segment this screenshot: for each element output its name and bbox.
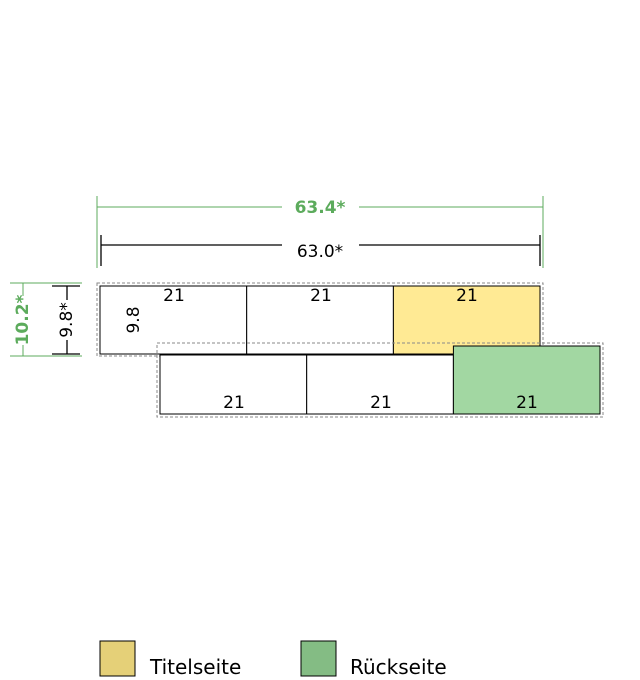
outer-width-label: 63.4* <box>295 198 346 218</box>
outer-width-dimension: 63.4* <box>96 196 544 268</box>
inner-height-dimension: 9.8* <box>52 285 80 355</box>
inner-width-dimension: 63.0* <box>100 235 541 266</box>
bottom-panel-1 <box>159 354 308 415</box>
panel-height-label: 9.8 <box>124 306 144 333</box>
bottom-panel-3-back-cover <box>452 345 601 415</box>
top-panel-2 <box>246 285 394 355</box>
bottom-panel-1-label: 21 <box>223 393 245 413</box>
bottom-row-bleed-outline <box>156 342 604 418</box>
legend-back-swatch <box>300 640 337 677</box>
top-panel-2-label: 21 <box>310 286 332 306</box>
bottom-panel-2 <box>306 354 454 415</box>
inner-height-label: 9.8* <box>57 302 77 338</box>
legend-front-label: Titelseite <box>149 655 241 679</box>
legend-front-swatch <box>99 640 136 677</box>
top-panel-row: 21 21 21 9.8 <box>96 282 544 357</box>
top-panel-1-label: 21 <box>163 286 185 306</box>
bottom-panel-3-label: 21 <box>516 393 538 413</box>
legend: Titelseite Rückseite <box>99 640 447 679</box>
outer-height-dimension: 10.2* <box>10 282 82 357</box>
legend-back-label: Rückseite <box>350 655 447 679</box>
top-panel-3-label: 21 <box>456 286 478 306</box>
bottom-panel-row: 21 21 21 <box>156 342 604 418</box>
bottom-panel-2-label: 21 <box>370 393 392 413</box>
inner-width-label: 63.0* <box>297 242 343 262</box>
outer-height-label: 10.2* <box>13 294 33 345</box>
